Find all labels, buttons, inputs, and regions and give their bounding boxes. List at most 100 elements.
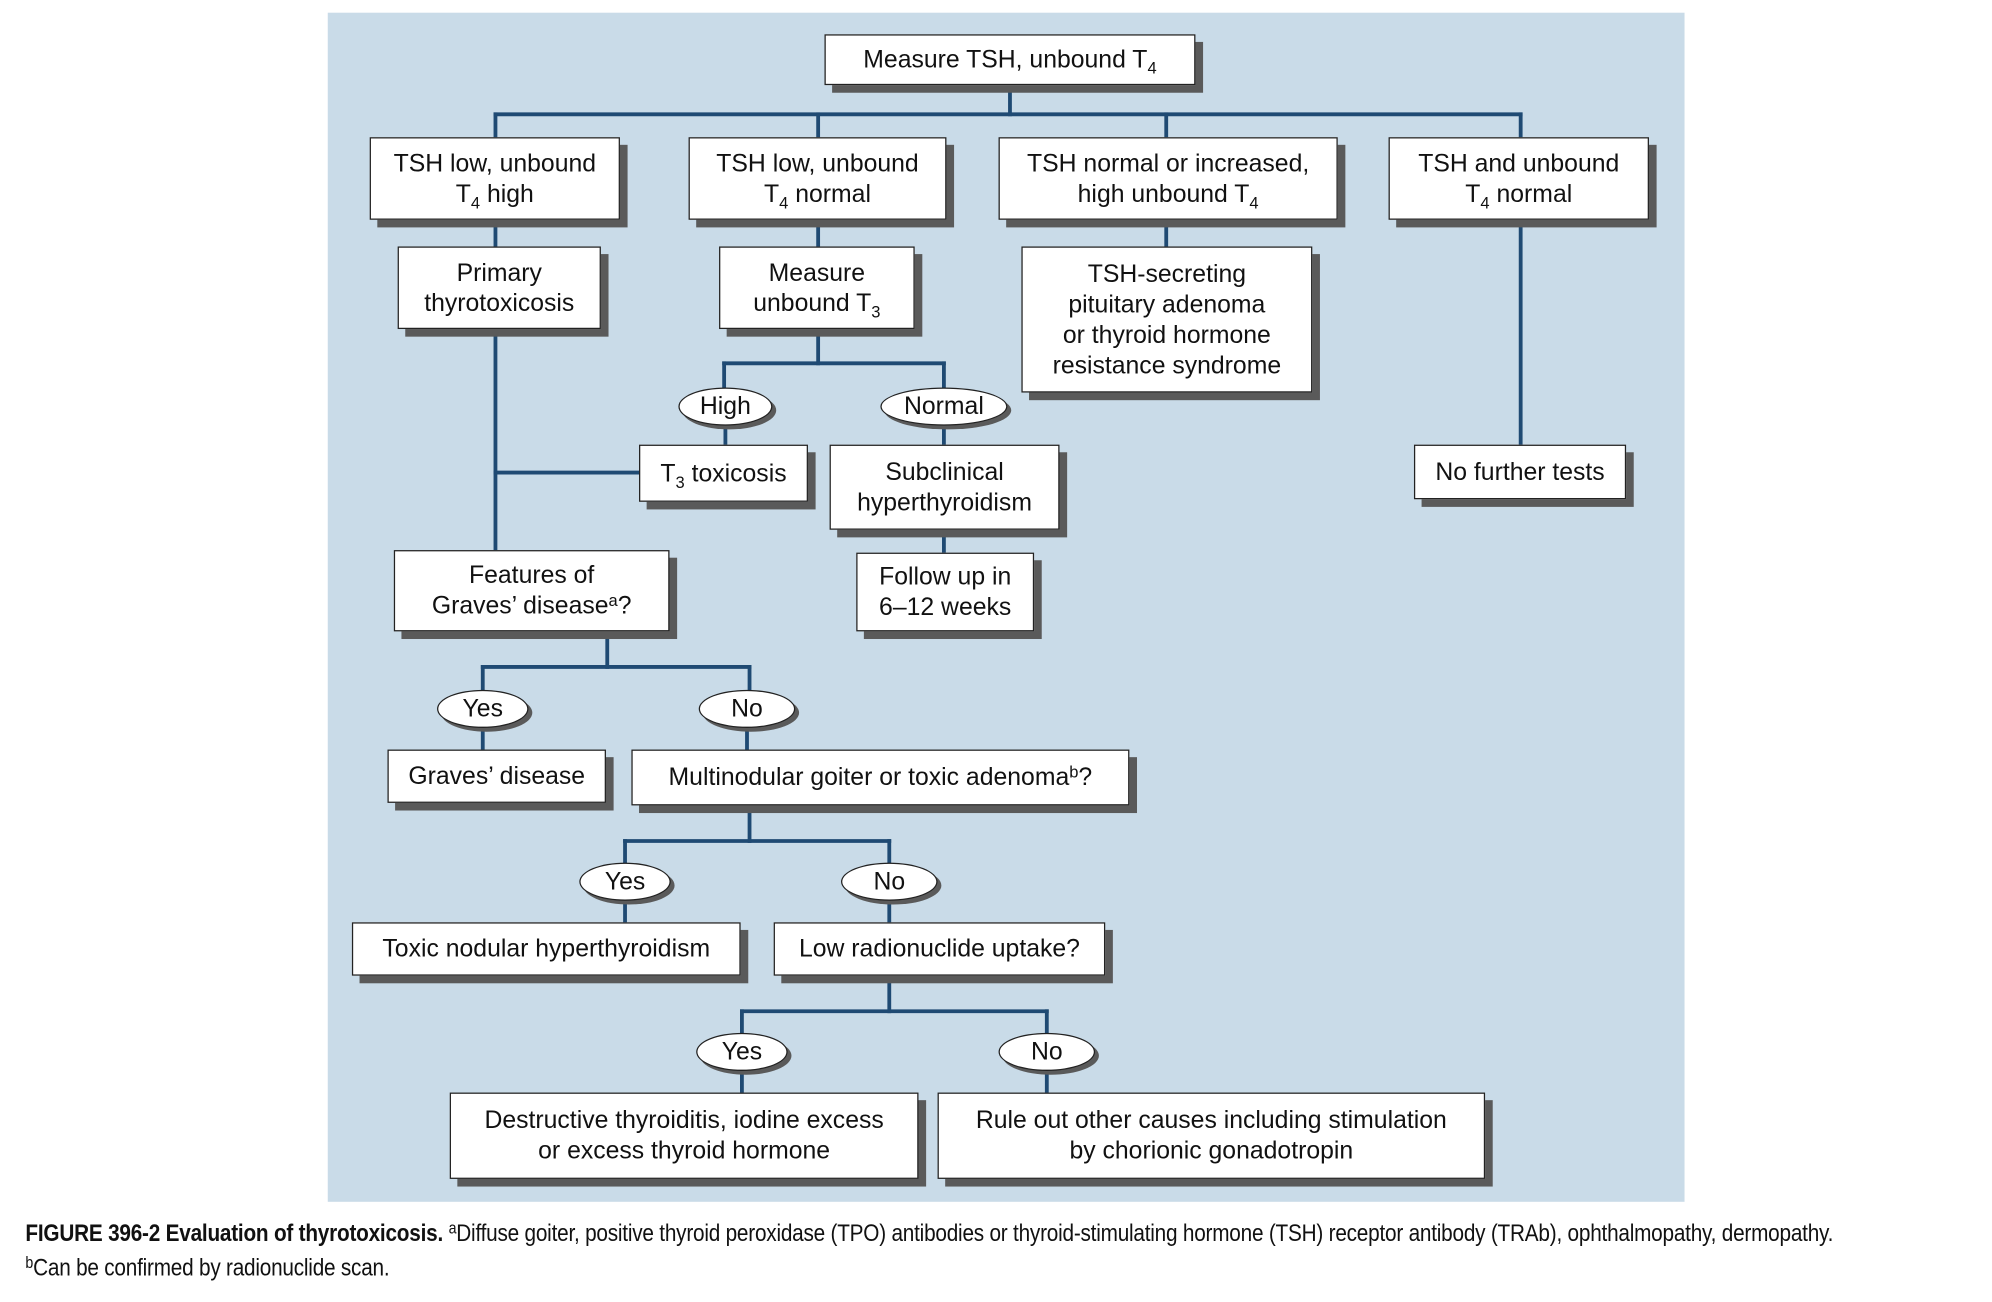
branch-t3-normal: Normal	[880, 387, 1008, 426]
node-text: normal	[1489, 179, 1573, 208]
node-text: 4	[1480, 192, 1490, 212]
node-text: pituitary adenoma	[1068, 290, 1266, 319]
branch-graves-no: No	[698, 689, 796, 728]
node-line: TSH low, unbound	[394, 148, 596, 178]
footnote-a: Diffuse goiter, positive thyroid peroxid…	[456, 1220, 1834, 1248]
node-text: T	[1465, 179, 1481, 208]
node-text: thyrotoxicosis	[424, 289, 575, 317]
footnote-b: Can be confirmed by radionuclide scan.	[33, 1255, 390, 1282]
node-line: Graves’ disease	[408, 761, 585, 791]
node-line: TSH low, unbound	[716, 148, 918, 178]
node-text: Measure	[768, 258, 866, 287]
node-line: thyrotoxicosis	[424, 288, 574, 318]
node-text: unbound T	[753, 289, 872, 317]
node-text: high unbound T	[1077, 179, 1250, 208]
branch-mng-yes: Yes	[579, 862, 671, 901]
node-line: Subclinical	[885, 457, 1003, 487]
node-text: Primary	[456, 258, 542, 287]
node-text: Rule out other causes including stimulat…	[975, 1106, 1447, 1135]
node-line: or thyroid hormone	[1063, 320, 1271, 350]
node-line: Low radionuclide uptake?	[799, 934, 1080, 964]
node-line: Multinodular goiter or toxic adenomab?	[669, 762, 1093, 792]
node-text: normal	[788, 179, 871, 208]
node-text: resistance syndrome	[1052, 351, 1282, 380]
node-text: T	[455, 179, 471, 208]
node-text: b	[1069, 762, 1079, 782]
node-text: by chorionic gonadotropin	[1069, 1137, 1354, 1165]
node-text: 4	[779, 192, 789, 212]
node-tsh-normal-increased: TSH normal or increased,high unbound T4	[998, 137, 1338, 220]
node-text: Subclinical	[885, 457, 1004, 486]
node-text: 4	[1147, 58, 1157, 78]
node-line: or excess thyroid hormone	[538, 1136, 830, 1166]
branch-t3-high: High	[678, 387, 773, 426]
node-line: by chorionic gonadotropin	[1069, 1136, 1353, 1166]
node-low-uptake: Low radionuclide uptake?	[773, 922, 1106, 976]
footnote-b-marker: b	[25, 1252, 34, 1272]
node-text: high	[480, 179, 534, 208]
node-line: Measure	[769, 257, 865, 287]
node-text: Measure TSH, unbound T	[863, 45, 1148, 74]
node-text: T	[660, 459, 676, 488]
node-text: 4	[1249, 192, 1259, 212]
node-text: toxicosis	[684, 459, 787, 488]
node-line: No further tests	[1435, 457, 1604, 487]
node-line: Toxic nodular hyperthyroidism	[382, 934, 710, 964]
node-line: Graves’ diseasea?	[432, 591, 632, 621]
node-line: hyperthyroidism	[857, 487, 1032, 517]
node-line: unbound T3	[753, 288, 881, 321]
node-line: T3 toxicosis	[660, 458, 787, 492]
node-line: TSH and unbound	[1418, 148, 1619, 178]
node-line: pituitary adenoma	[1068, 289, 1265, 319]
node-text: TSH and unbound	[1418, 149, 1620, 178]
branch-uptake-yes: Yes	[696, 1032, 788, 1071]
node-t3-toxicosis: T3 toxicosis	[639, 444, 808, 502]
node-text: TSH-secreting	[1087, 259, 1247, 288]
node-line: resistance syndrome	[1053, 350, 1282, 380]
node-text: 3	[675, 471, 685, 492]
node-text: or excess thyroid hormone	[538, 1137, 831, 1165]
node-text: Follow up in	[879, 562, 1012, 591]
node-text: TSH low, unbound	[716, 149, 919, 178]
caption-label: FIGURE 396-2 Evaluation of thyrotoxicosi…	[25, 1220, 444, 1248]
branch-uptake-no: No	[998, 1032, 1096, 1071]
node-text: Toxic nodular hyperthyroidism	[382, 935, 711, 963]
node-text: or thyroid hormone	[1062, 320, 1271, 349]
node-text: 6–12 weeks	[879, 593, 1012, 622]
node-line: Primary	[457, 257, 542, 287]
branch-graves-yes: Yes	[437, 689, 529, 728]
figure-caption: FIGURE 396-2 Evaluation of thyrotoxicosi…	[25, 1217, 1882, 1286]
node-text: Destructive thyroiditis, iodine excess	[484, 1106, 884, 1135]
node-line: TSH-secreting	[1088, 259, 1246, 289]
node-line: TSH normal or increased,	[1027, 148, 1309, 178]
node-text: Graves’ disease	[431, 592, 609, 620]
node-line: Follow up in	[879, 562, 1011, 592]
node-text: Low radionuclide uptake?	[798, 935, 1080, 963]
node-line: T4 normal	[764, 178, 871, 212]
node-graves-disease: Graves’ disease	[387, 749, 606, 803]
node-text: 3	[871, 301, 881, 321]
node-line: T4 high	[455, 178, 534, 212]
node-text: Graves’ disease	[408, 762, 586, 791]
node-toxic-nodular: Toxic nodular hyperthyroidism	[351, 922, 741, 976]
node-text: Features of	[468, 561, 595, 590]
footnote-a-marker: a	[448, 1218, 457, 1238]
node-line: 6–12 weeks	[879, 592, 1011, 622]
node-text: TSH normal or increased,	[1026, 149, 1310, 178]
node-multinodular: Multinodular goiter or toxic adenomab?	[631, 749, 1130, 806]
node-text: 4	[470, 192, 481, 212]
node-line: Destructive thyroiditis, iodine excess	[484, 1105, 883, 1135]
node-line: Rule out other causes including stimulat…	[976, 1105, 1447, 1135]
node-line: Features of	[469, 560, 594, 590]
